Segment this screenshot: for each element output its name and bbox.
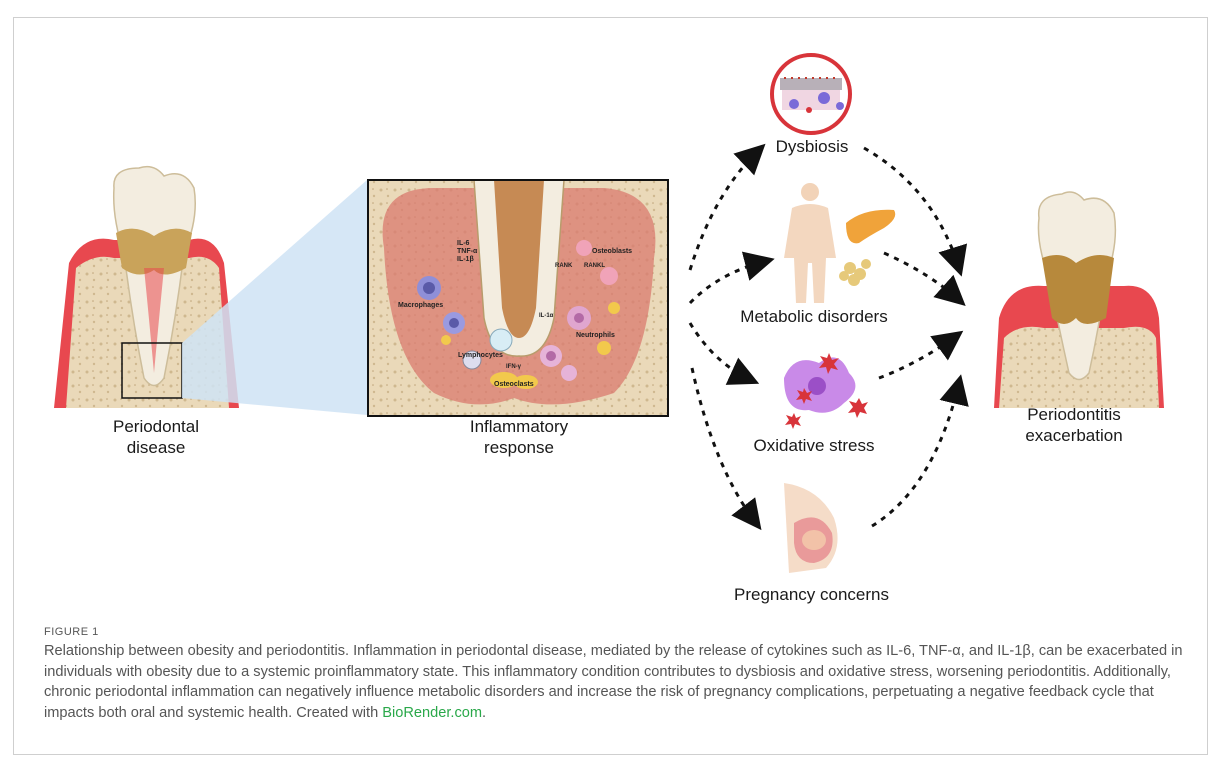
zoom-cone [182,180,367,415]
oxidative-stress-icon [784,353,868,429]
label-oxidative-stress: Oxidative stress [753,436,875,455]
caption-text: Relationship between obesity and periodo… [44,641,1184,723]
label-dysbiosis: Dysbiosis [775,137,849,156]
figure-frame: IL-6 TNF-α IL-1β Macrophages Osteoblasts… [13,17,1208,755]
label-periodontal-disease: Periodontal disease [112,417,199,457]
osteoclasts-label: Osteoclasts [494,381,534,388]
cycle-arrows [688,143,969,531]
diagram-canvas [54,53,1164,573]
figure-number: FIGURE 1 [44,626,99,638]
lymphocytes-label: Lymphocytes [458,352,503,359]
label-inflammatory-response: Inflammatory response [469,417,569,457]
pregnancy-concerns-icon [784,483,838,573]
caption-body: Relationship between obesity and periodo… [44,643,1183,721]
rankl-label: RANKL [584,263,605,269]
figure-diagram: IL-6 TNF-α IL-1β Macrophages Osteoblasts… [14,18,1209,628]
caption-suffix: . [482,704,487,721]
metabolic-disorders-icon [784,183,896,303]
periodontitis-exacerbation-tooth [994,191,1164,408]
neutrophils-label: Neutrophils [576,332,615,339]
macrophages-label: Macrophages [398,302,444,309]
ifn-label: IFN-γ [506,364,521,370]
biorender-link[interactable]: BioRender.com [382,704,483,721]
dysbiosis-icon [770,53,852,135]
inflammatory-response-inset [367,179,669,417]
il1a-label: IL-1α [539,313,554,319]
label-pregnancy-concerns: Pregnancy concerns [734,585,889,604]
label-metabolic-disorders: Metabolic disorders [740,307,888,326]
label-periodontitis-exacerbation: Periodontitis exacerbation [1025,405,1123,445]
figure-caption: FIGURE 1 Relationship between obesity an… [44,626,1184,723]
cytokines-label: IL-6 TNF-α IL-1β [457,240,478,263]
rank-label: RANK [555,263,573,269]
osteoblasts-label: Osteoblasts [592,248,633,255]
